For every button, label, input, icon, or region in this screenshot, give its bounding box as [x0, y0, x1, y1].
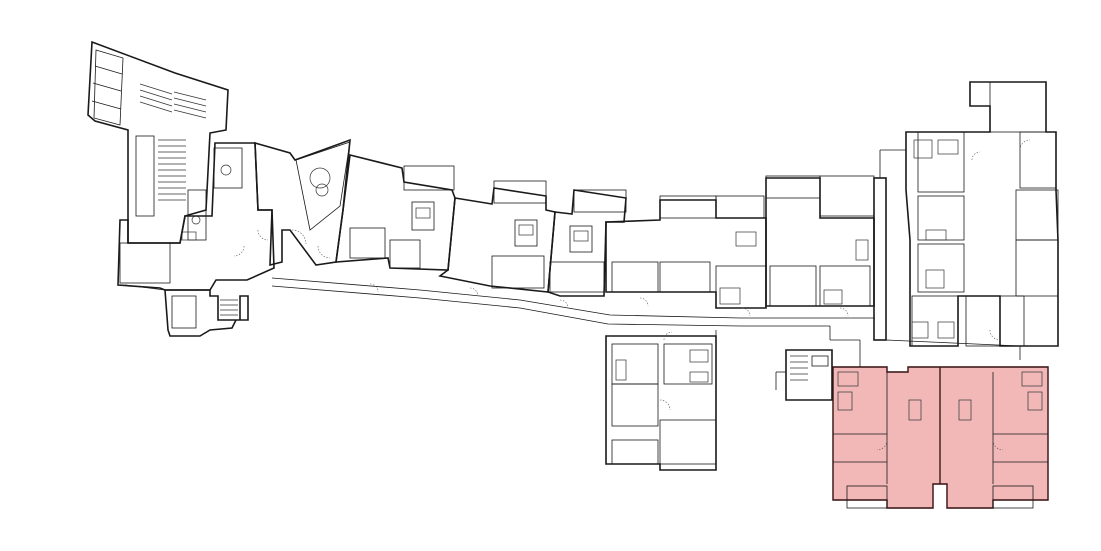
northwest-stair-wing [87, 40, 229, 244]
upper-row-units-west [335, 154, 627, 309]
corridor-links [715, 326, 1021, 367]
main-corridor [271, 277, 875, 327]
central-foyer [254, 138, 351, 267]
highlighted-apartment-block [832, 366, 1049, 509]
corridor-column [873, 149, 906, 341]
south-central-unit [605, 331, 717, 471]
west-lobby-block [117, 142, 275, 291]
upper-row-units-middle [605, 175, 875, 317]
east-stair-core [775, 349, 833, 401]
southwest-stair-lobby [164, 289, 249, 337]
east-tower-units [905, 81, 1059, 360]
stair-treads [139, 83, 207, 201]
